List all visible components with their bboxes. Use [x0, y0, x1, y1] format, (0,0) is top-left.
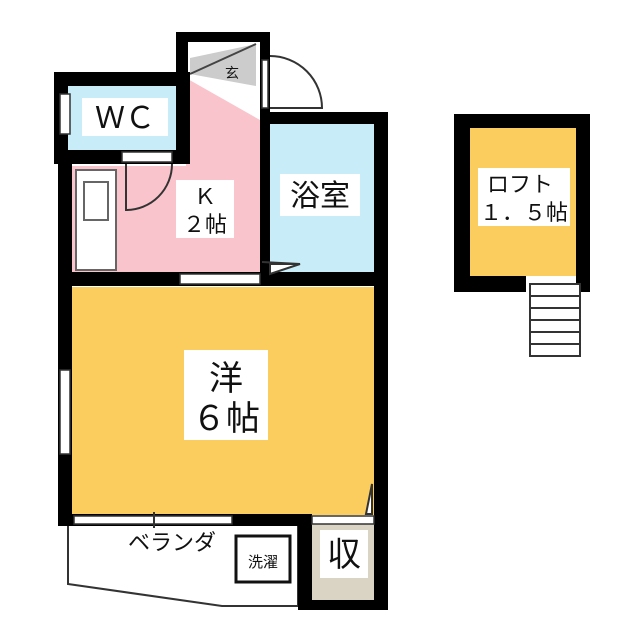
entrance-diagonal [189, 43, 257, 75]
entrance-floor [190, 44, 256, 86]
storage-label: 収 [327, 535, 361, 575]
western-label-line2: ６帖 [192, 399, 260, 439]
western-label-line1: 洋 [209, 359, 243, 399]
door-swings [125, 55, 373, 528]
wc-label: ＷＣ [95, 101, 155, 136]
laundry-space [234, 534, 292, 584]
loft-ladder [529, 283, 581, 357]
loft-label-line2: １．５帖 [480, 201, 568, 226]
kitchen-label-line2: ２帖 [183, 213, 227, 238]
bath-label: 浴室 [290, 179, 350, 214]
laundry-label: 洗濯 [248, 553, 278, 571]
sink-basin [83, 181, 109, 221]
kitchen-label-line1: Ｋ [194, 185, 216, 210]
entrance-label: 玄 [225, 65, 239, 82]
balcony-label: ベランダ [128, 531, 216, 556]
loft-label-line1: ロフト [487, 173, 553, 198]
